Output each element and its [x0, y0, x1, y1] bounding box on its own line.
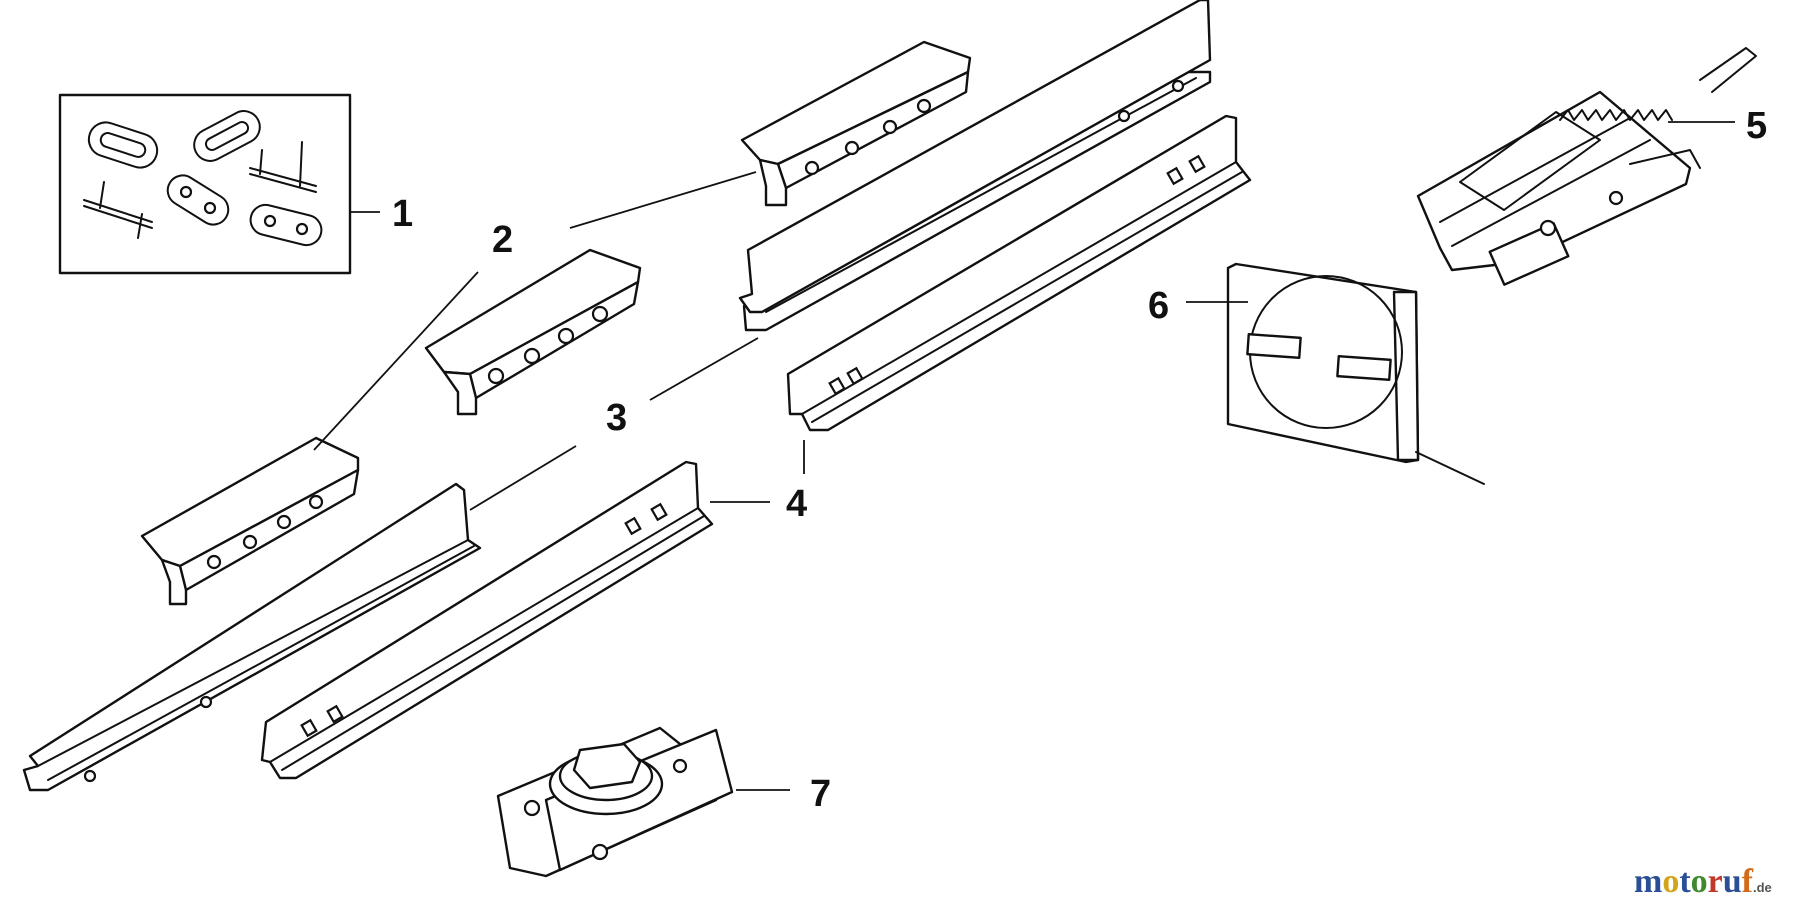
- leader-2b: [313, 271, 479, 451]
- motoruf-watermark: motoruf.de: [1634, 863, 1772, 900]
- pin-plate: [249, 141, 317, 193]
- callout-7: 7: [810, 773, 831, 815]
- link-plate-hole: [179, 185, 193, 199]
- sprocket-cover-assembly: [1226, 262, 1485, 485]
- leader-3a: [649, 337, 759, 401]
- kit-box: [58, 93, 352, 275]
- watermark-letter: u: [1723, 863, 1742, 900]
- watermark-letter: m: [1634, 863, 1662, 900]
- spring-icon: [1559, 109, 1673, 121]
- watermark-letter: t: [1679, 863, 1691, 900]
- watermark-letter: f: [1742, 863, 1754, 900]
- t-rail-lower: [22, 482, 482, 792]
- callout-6: 6: [1148, 285, 1169, 327]
- callout-2: 2: [492, 219, 513, 261]
- chain-link-oval: [87, 121, 159, 169]
- pin-plate: [83, 181, 153, 239]
- chain-link-kit: [58, 93, 380, 275]
- watermark-letter: o: [1691, 863, 1708, 900]
- link-plate: [249, 203, 323, 247]
- rail-connector-bracket-top: [740, 40, 972, 207]
- wire-lead: [1415, 451, 1485, 485]
- link-plate-hole: [203, 201, 217, 215]
- chain-link-oval-inner: [99, 132, 147, 158]
- watermark-letter: o: [1662, 863, 1679, 900]
- trolley-carriage: [1416, 47, 1757, 286]
- callout-4: 4: [786, 483, 807, 525]
- link-plate: [166, 174, 230, 226]
- chain-link-oval-inner: [204, 121, 250, 151]
- angle-rail-middle: [738, 0, 1212, 314]
- watermark-logo: motoruf.de: [1634, 863, 1772, 900]
- angle-rail-upper: [786, 114, 1252, 432]
- link-plate-hole: [263, 214, 277, 228]
- idler-pulley-bracket: [496, 726, 734, 878]
- rail-connector-bracket-bottom: [140, 436, 360, 606]
- leader-2a: [569, 171, 757, 229]
- chain-link-oval: [193, 110, 261, 162]
- watermark-letter: r: [1708, 863, 1723, 900]
- leader-3b: [469, 445, 577, 511]
- watermark-suffix: .de: [1753, 880, 1772, 895]
- callout-5: 5: [1746, 105, 1767, 147]
- callout-3: 3: [606, 397, 627, 439]
- rail-connector-bracket-middle: [424, 248, 642, 416]
- callout-1: 1: [392, 193, 413, 235]
- angle-rail-lower: [260, 460, 714, 780]
- link-plate-hole: [295, 222, 309, 236]
